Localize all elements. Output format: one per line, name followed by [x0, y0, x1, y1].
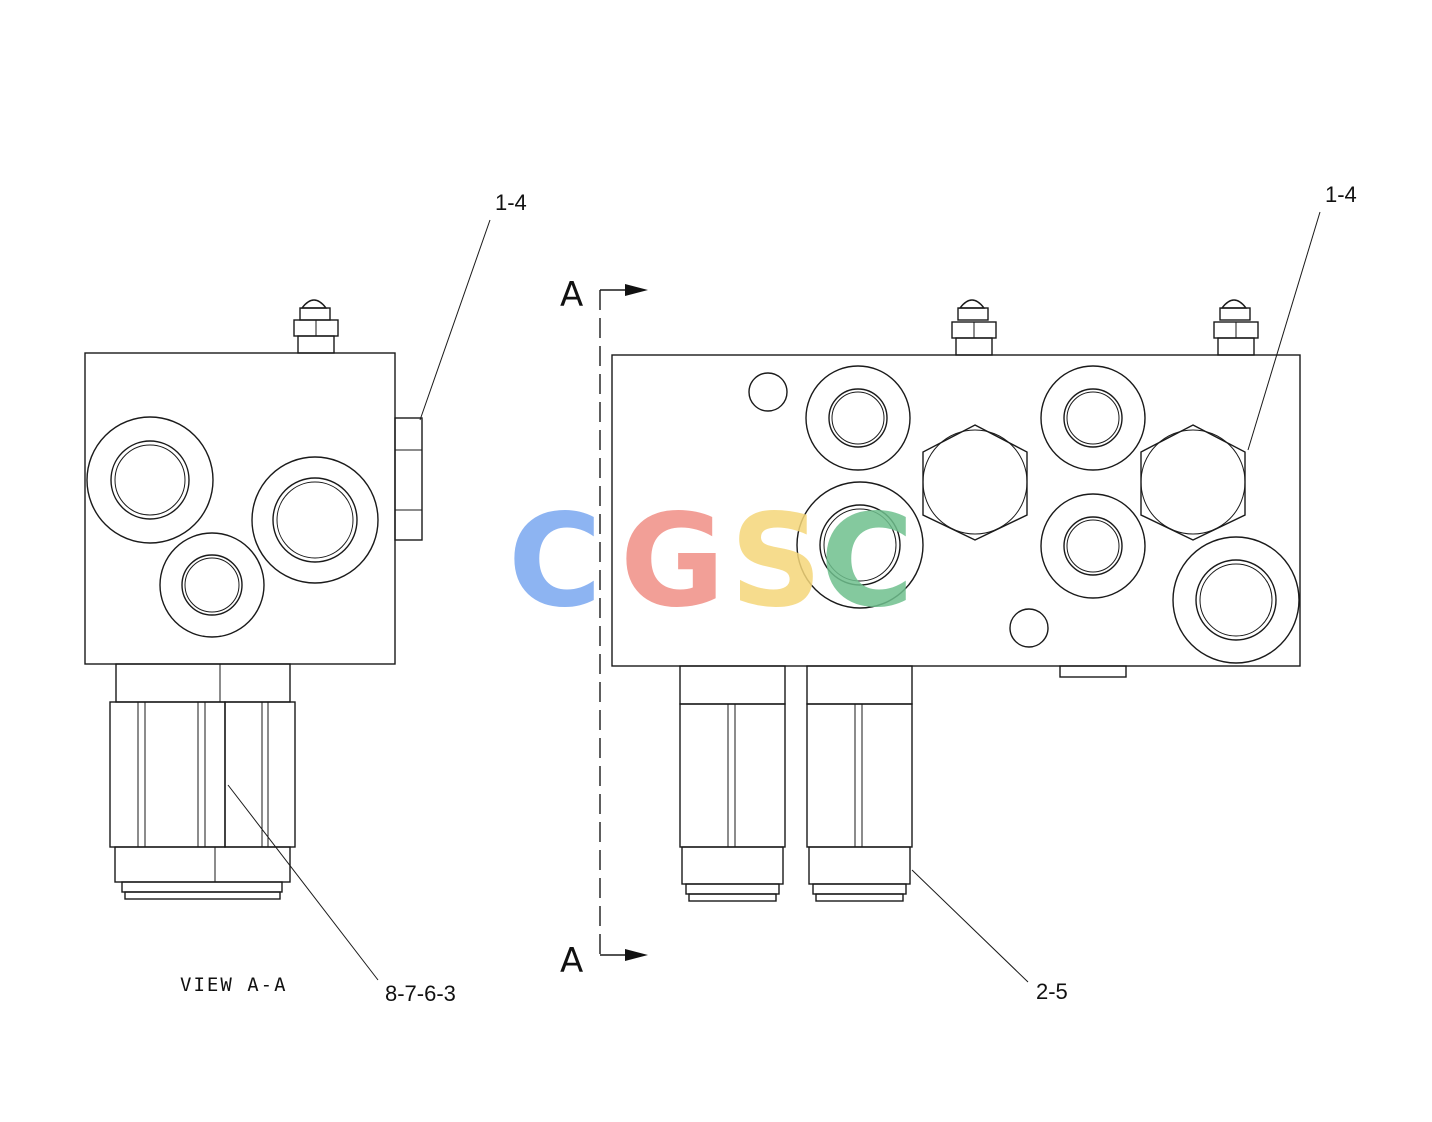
- section-arrow-bottom: [625, 949, 648, 961]
- leader-left-bottom: [227, 784, 379, 981]
- callout-left-top: 1-4: [495, 190, 527, 215]
- right-bottom-tab: [1059, 665, 1127, 678]
- right-hex-plug-1: [922, 424, 1028, 541]
- right-view-valve: [611, 299, 1301, 902]
- leader-left-top: [419, 219, 491, 421]
- watermark-letter-3: S: [730, 487, 822, 636]
- right-top-fitting-2: [1213, 299, 1259, 356]
- right-small-hole-1: [748, 372, 788, 412]
- leader-right-bottom: [911, 869, 1029, 983]
- callout-right-top: 1-4: [1325, 182, 1357, 207]
- view-label: VIEW A-A: [180, 974, 288, 996]
- left-port-small: [159, 532, 265, 638]
- section-arrow-top: [625, 284, 648, 296]
- section-line-a-a: [599, 284, 648, 961]
- right-cartridge-1: [679, 665, 786, 902]
- left-view-valve: [84, 299, 423, 900]
- callout-left-bottom: 8-7-6-3: [385, 981, 456, 1006]
- section-mark-bottom: A: [560, 941, 583, 981]
- left-bottom-cartridges: [109, 663, 296, 900]
- left-port-large-upper: [86, 416, 214, 544]
- callout-right-bottom: 2-5: [1036, 979, 1068, 1004]
- watermark-letter-4: C: [820, 487, 914, 636]
- leader-right-top: [1247, 211, 1321, 451]
- section-mark-top: A: [560, 275, 583, 315]
- right-small-hole-2: [1009, 608, 1049, 648]
- right-top-fitting-1: [951, 299, 997, 356]
- right-port-2: [1040, 365, 1146, 471]
- right-cartridge-2: [806, 665, 913, 902]
- left-top-fitting: [293, 299, 339, 354]
- right-port-4: [1040, 493, 1146, 599]
- right-port-1: [805, 365, 911, 471]
- right-port-3: [796, 481, 924, 609]
- watermark-letter-2: G: [620, 487, 725, 636]
- left-port-large-right: [251, 456, 379, 584]
- cgsc-watermark: C G S C: [508, 487, 914, 636]
- watermark-letter-1: C: [508, 487, 602, 636]
- right-port-5: [1172, 536, 1300, 664]
- left-side-plug: [394, 417, 423, 541]
- right-valve-body: [611, 354, 1301, 667]
- right-hex-plug-2: [1140, 424, 1246, 541]
- left-valve-body: [84, 352, 396, 665]
- leader-lines: [227, 211, 1321, 983]
